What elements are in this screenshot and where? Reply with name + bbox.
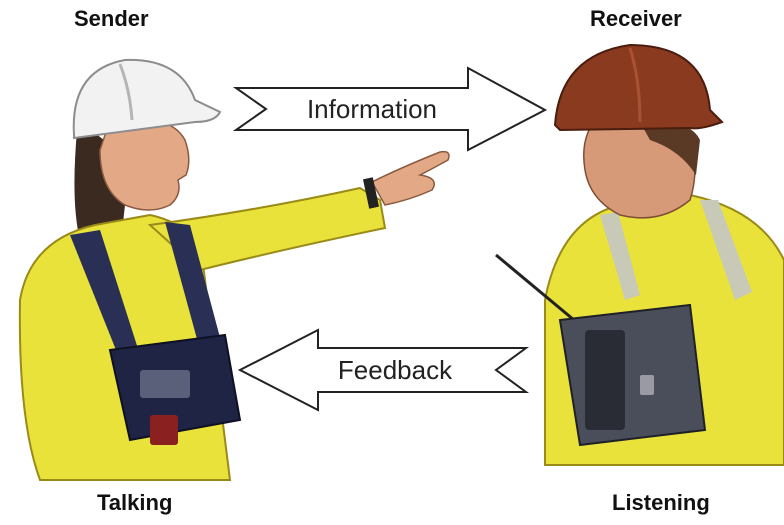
- information-arrow-label: Information: [307, 94, 437, 124]
- receiver-label: Receiver: [590, 6, 682, 31]
- feedback-arrow-left: Feedback: [237, 328, 530, 412]
- information-arrow-right: Information: [232, 66, 548, 152]
- listening-label: Listening: [612, 490, 710, 515]
- talking-label: Talking: [97, 490, 173, 515]
- sender-label: Sender: [74, 6, 149, 31]
- receiver-worker-illustration: [495, 43, 784, 466]
- sender-worker-illustration: [18, 58, 450, 481]
- feedback-arrow-label: Feedback: [338, 355, 453, 385]
